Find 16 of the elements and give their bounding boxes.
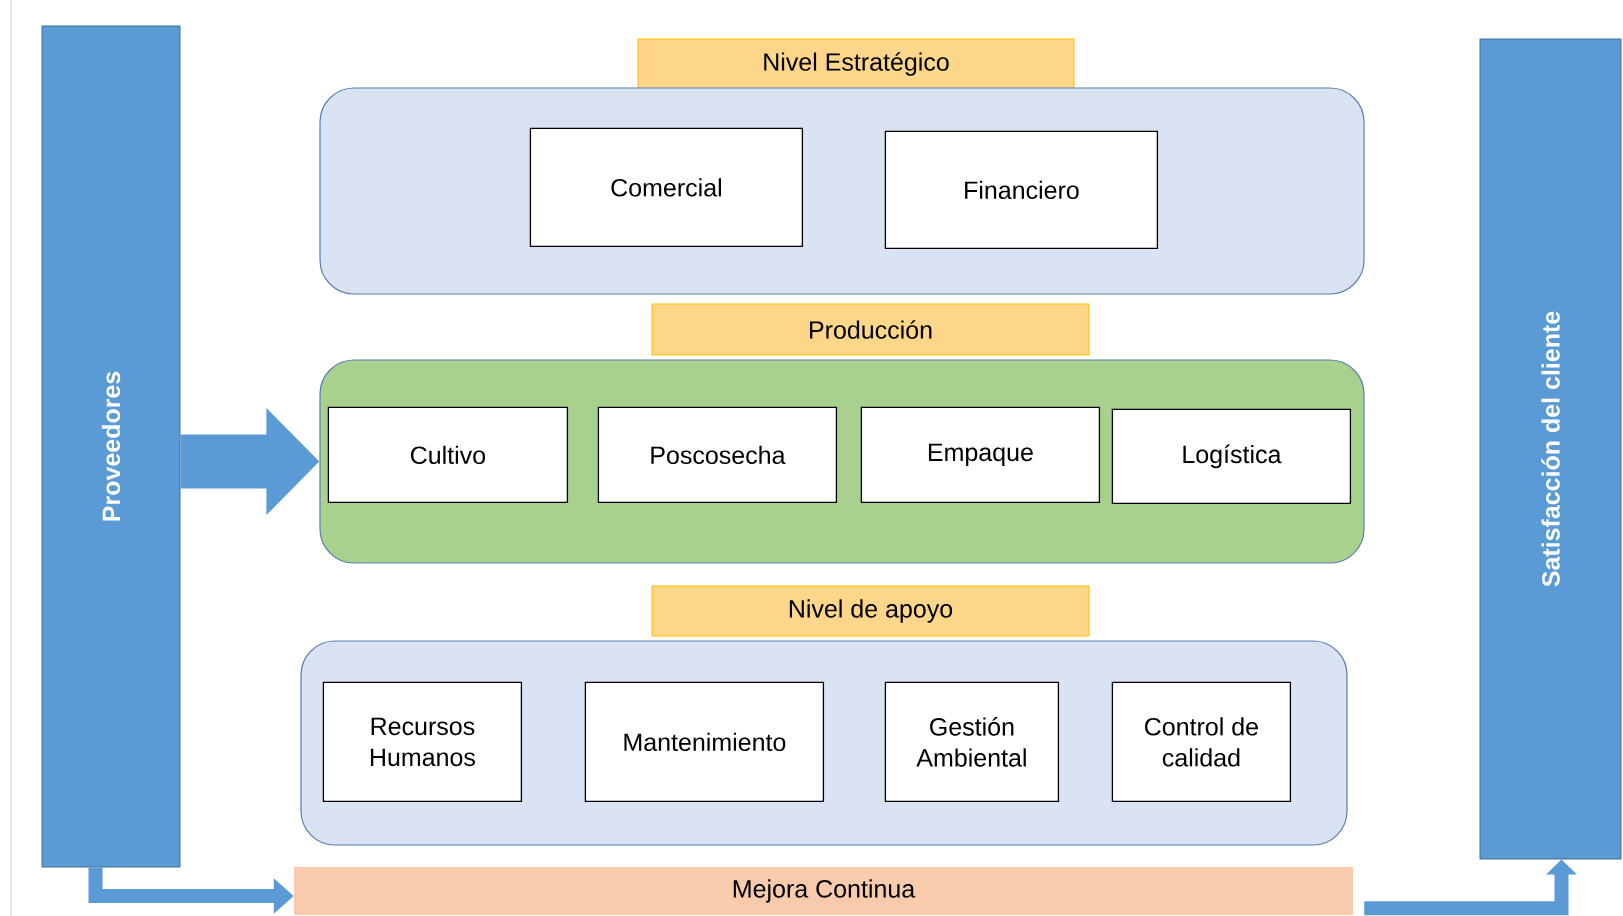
process-box: Cultivo — [327, 406, 569, 504]
process-box: Comercial — [529, 127, 804, 248]
level-label: Nivel Estratégico — [637, 38, 1075, 90]
process-box: Mantenimiento — [584, 681, 825, 803]
bar: Satisfacción del cliente — [1479, 38, 1622, 860]
level-label: Nivel de apoyo — [651, 585, 1090, 637]
process-box: Poscosecha — [597, 406, 838, 504]
process-box: Financiero — [884, 130, 1159, 250]
process-box: Recursos Humanos — [322, 681, 523, 803]
level-label: Producción — [651, 303, 1090, 356]
process-box: Gestión Ambiental — [884, 681, 1060, 803]
bar: Proveedores — [41, 25, 181, 868]
process-box: Logística — [1111, 408, 1352, 505]
band: Mejora Continua — [294, 867, 1353, 915]
process-box: Empaque — [860, 406, 1101, 504]
process-box: Control de calidad — [1111, 681, 1292, 803]
